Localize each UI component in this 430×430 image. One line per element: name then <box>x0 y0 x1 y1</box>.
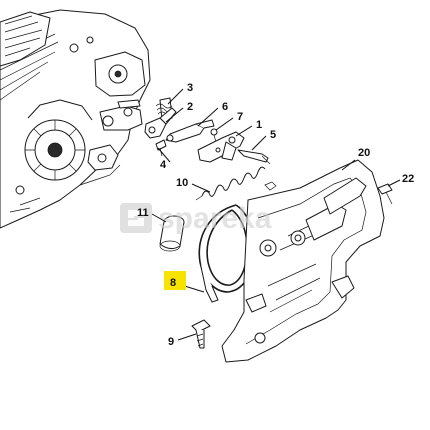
wire-part-5-drawing <box>237 149 271 165</box>
rod-part-6-drawing <box>165 119 215 143</box>
part-label-10: 10 <box>176 177 188 189</box>
part-label-20: 20 <box>358 147 370 159</box>
part-label-22: 22 <box>402 173 414 185</box>
highlight-box-part-8 <box>164 271 186 290</box>
screw-part-22-drawing <box>377 183 393 205</box>
part-label-4: 4 <box>160 159 167 171</box>
spareka-watermark: spareka <box>120 202 272 235</box>
part-number-labels: 3 2 4 6 7 1 5 10 11 8 9 20 22 <box>137 82 414 348</box>
engine-housing-drawing <box>0 9 151 229</box>
leader-lines <box>151 88 401 341</box>
part-label-8: 8 <box>170 277 176 289</box>
part-label-3: 3 <box>187 82 193 94</box>
part-label-9: 9 <box>168 336 174 348</box>
part-label-1: 1 <box>256 119 262 131</box>
tension-spring-part-10-drawing <box>195 166 277 201</box>
part-label-6: 6 <box>222 101 228 113</box>
screw-part-9-drawing <box>191 319 211 349</box>
part-label-11: 11 <box>137 207 149 219</box>
part-label-2: 2 <box>187 101 193 113</box>
sprocket-cover-part-20-drawing <box>221 159 385 363</box>
bushing-part-11-drawing <box>159 215 185 252</box>
screw-part-4-drawing <box>155 139 167 157</box>
brake-lever-part-1-drawing <box>197 131 245 163</box>
watermark-text: spareka <box>158 202 272 235</box>
pin-part-7-drawing <box>210 128 218 143</box>
part-label-5: 5 <box>270 129 276 141</box>
lever-part-2-drawing <box>144 107 177 139</box>
part-label-7: 7 <box>237 111 243 123</box>
